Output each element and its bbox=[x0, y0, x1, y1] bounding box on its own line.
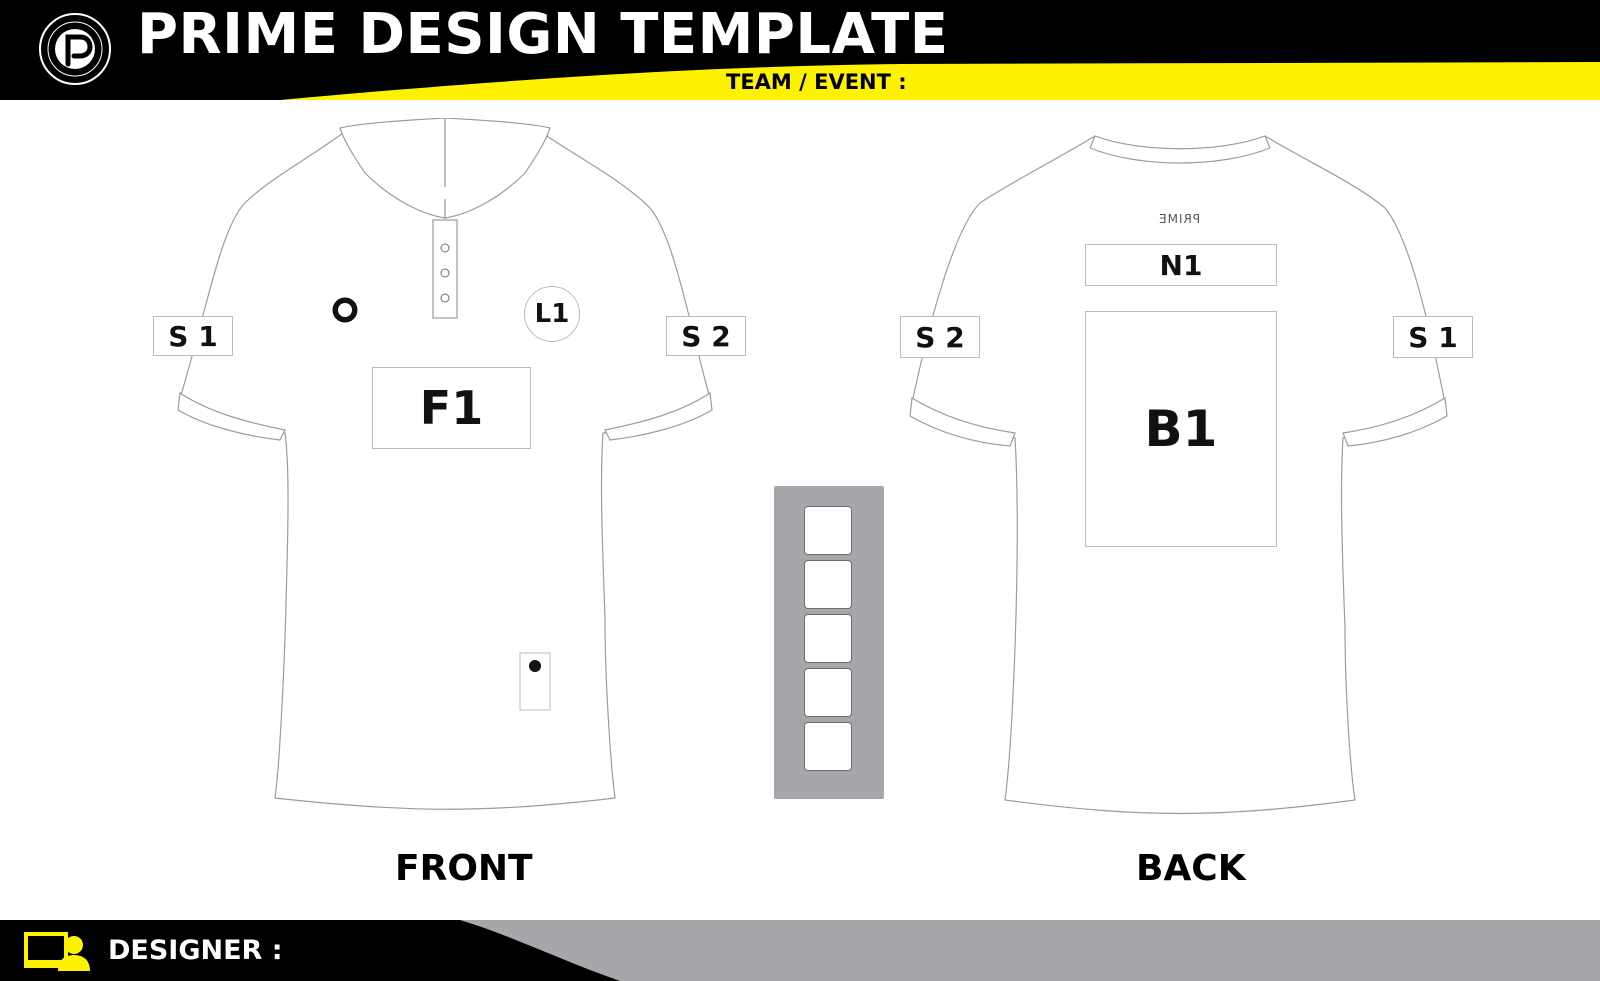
back-zone-b1[interactable]: B1 bbox=[1085, 311, 1277, 547]
back-zone-n1[interactable]: N1 bbox=[1085, 244, 1277, 286]
front-zone-s2[interactable]: S 2 bbox=[666, 316, 746, 356]
front-zone-f1[interactable]: F1 bbox=[372, 367, 531, 449]
color-swatch-panel bbox=[774, 486, 884, 799]
color-swatch[interactable] bbox=[804, 668, 852, 717]
front-shirt-outline bbox=[177, 118, 713, 810]
front-label: FRONT bbox=[395, 848, 533, 889]
front-zone-l1[interactable]: L1 bbox=[524, 286, 580, 342]
prime-logo-icon bbox=[39, 13, 111, 85]
team-event-label: TEAM / EVENT : bbox=[726, 70, 907, 94]
designer-icon bbox=[24, 932, 90, 971]
page-title: PRIME DESIGN TEMPLATE bbox=[137, 2, 949, 67]
footer-bar bbox=[0, 920, 1600, 981]
header-bar bbox=[0, 0, 1600, 100]
color-swatch[interactable] bbox=[804, 560, 852, 609]
back-zone-s2[interactable]: S 2 bbox=[900, 316, 980, 358]
color-swatch[interactable] bbox=[804, 614, 852, 663]
header-yellow-band bbox=[280, 62, 1600, 100]
footer-grey-band bbox=[460, 920, 1600, 981]
color-swatch[interactable] bbox=[804, 506, 852, 555]
back-label: BACK bbox=[1136, 848, 1246, 889]
color-swatch[interactable] bbox=[804, 722, 852, 771]
front-zone-s1[interactable]: S 1 bbox=[153, 316, 233, 356]
back-zone-s1[interactable]: S 1 bbox=[1393, 316, 1473, 358]
designer-label: DESIGNER : bbox=[108, 935, 283, 966]
back-brand-mark: PRIME bbox=[1158, 212, 1201, 226]
